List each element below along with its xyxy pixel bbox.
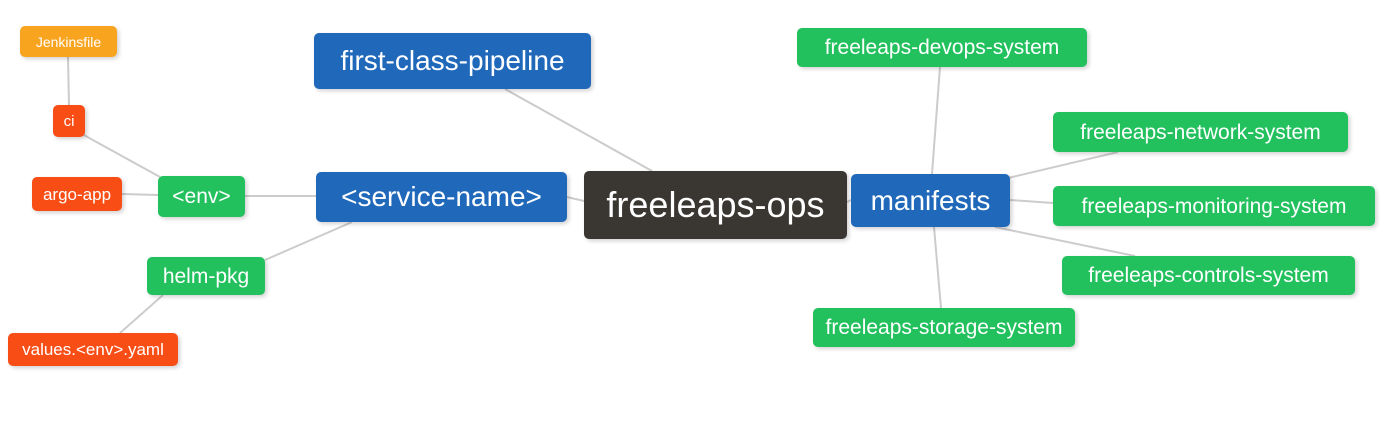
edge-ops-manifests xyxy=(846,199,852,203)
node-freeleaps-devops-system-label: freeleaps-devops-system xyxy=(824,36,1060,59)
node-values-env-yaml-label: values.<env>.yaml xyxy=(22,340,164,359)
edge-manifests-devops xyxy=(931,66,941,175)
node-ci[interactable]: ci xyxy=(53,105,85,137)
edge-pipeline-ops xyxy=(504,88,653,172)
node-freeleaps-ops-label: freeleaps-ops xyxy=(606,184,825,225)
node-service-name-label: <service-name> xyxy=(341,181,542,212)
node-freeleaps-controls-system-label: freeleaps-controls-system xyxy=(1088,264,1329,287)
edge-jenkinsfile-ci xyxy=(67,56,70,106)
node-env[interactable]: <env> xyxy=(158,176,245,217)
edge-helm-pkg-values xyxy=(119,294,164,334)
node-freeleaps-storage-system[interactable]: freeleaps-storage-system xyxy=(813,308,1075,347)
node-freeleaps-monitoring-system-label: freeleaps-monitoring-system xyxy=(1081,194,1347,218)
node-first-class-pipeline[interactable]: first-class-pipeline xyxy=(314,33,591,89)
node-manifests[interactable]: manifests xyxy=(851,174,1010,227)
node-freeleaps-controls-system[interactable]: freeleaps-controls-system xyxy=(1062,256,1355,295)
edge-manifests-monitoring xyxy=(1009,199,1054,204)
edge-argo-app-env xyxy=(121,193,159,196)
node-first-class-pipeline-label: first-class-pipeline xyxy=(340,45,565,76)
edge-service-name-ops xyxy=(566,196,585,202)
edge-manifests-storage xyxy=(933,226,942,309)
node-freeleaps-network-system[interactable]: freeleaps-network-system xyxy=(1053,112,1348,152)
node-manifests-label: manifests xyxy=(870,184,991,216)
node-argo-app-label: argo-app xyxy=(42,184,112,204)
node-helm-pkg-label: helm-pkg xyxy=(162,264,250,288)
node-ci-label: ci xyxy=(63,112,75,130)
node-env-label: <env> xyxy=(172,185,231,208)
edge-manifests-controls xyxy=(994,226,1136,257)
node-service-name[interactable]: <service-name> xyxy=(316,172,567,222)
node-freeleaps-ops-root[interactable]: freeleaps-ops xyxy=(584,171,847,239)
node-freeleaps-devops-system[interactable]: freeleaps-devops-system xyxy=(797,28,1087,67)
node-jenkinsfile[interactable]: Jenkinsfile xyxy=(20,26,117,57)
node-jenkinsfile-label: Jenkinsfile xyxy=(35,33,102,50)
node-freeleaps-network-system-label: freeleaps-network-system xyxy=(1080,120,1321,144)
node-values-env-yaml[interactable]: values.<env>.yaml xyxy=(8,333,178,366)
node-helm-pkg[interactable]: helm-pkg xyxy=(147,257,265,295)
edge-manifests-network xyxy=(1007,151,1119,179)
edge-ci-env xyxy=(81,133,161,178)
node-freeleaps-monitoring-system[interactable]: freeleaps-monitoring-system xyxy=(1053,186,1375,226)
node-argo-app[interactable]: argo-app xyxy=(32,177,122,211)
node-freeleaps-storage-system-label: freeleaps-storage-system xyxy=(825,316,1063,339)
edge-helm-pkg-service-name xyxy=(264,221,353,261)
